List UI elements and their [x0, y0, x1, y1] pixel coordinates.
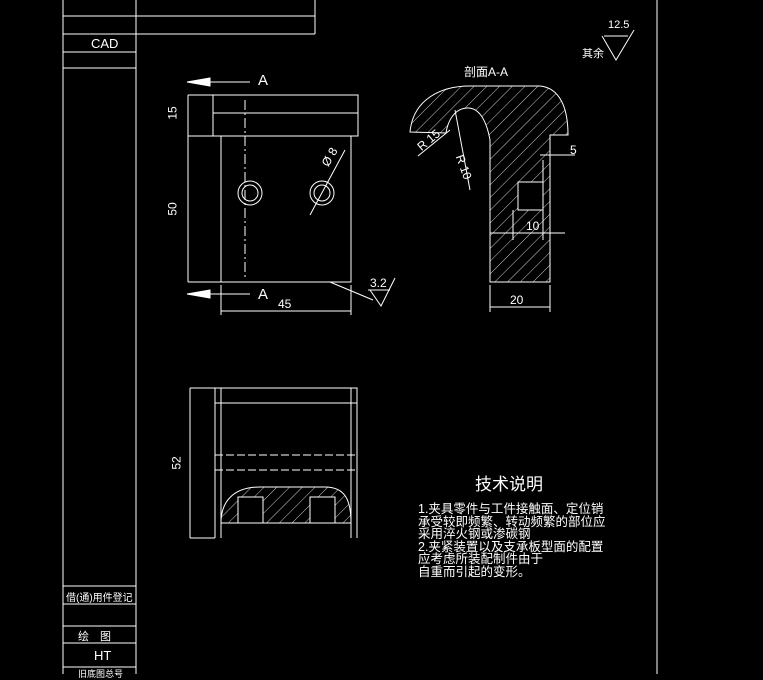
section-mark-bottom: A — [258, 286, 269, 303]
dim-front-height-top: 15 — [165, 106, 180, 120]
drawing-label: 绘 图 — [78, 631, 111, 643]
bottom-view — [189, 387, 358, 539]
section-mark-top: A — [258, 72, 269, 89]
front-view — [186, 77, 396, 315]
drawer-initials: HT — [94, 648, 112, 663]
dim-section-width: 20 — [510, 293, 524, 307]
dim-front-width: 45 — [278, 297, 292, 311]
notes-line: 1.夹具零件与工件接触面、定位销 — [418, 502, 604, 516]
roughness-face-value: 3.2 — [370, 276, 387, 290]
dim-section-slot: 10 — [526, 219, 540, 233]
register-label: 借(通)用件登记 — [66, 593, 133, 604]
notes-line: 自重而引起的变形。 — [418, 564, 531, 579]
dim-bottom-view-height: 52 — [169, 456, 184, 470]
technical-notes: 1.夹具零件与工件接触面、定位销 承受较即频繁、转动频繁的部位应 采用淬火钢或渗… — [418, 503, 606, 578]
notes-line: 承受较即频繁、转动频繁的部位应 — [418, 514, 606, 529]
roughness-rest-label: 其余 — [582, 48, 604, 60]
cad-label: CAD — [91, 36, 119, 51]
title-block — [62, 0, 658, 674]
section-a-a-view — [409, 85, 575, 312]
dim-front-height-body: 50 — [165, 202, 180, 216]
notes-line: 应考虑所装配制件由于 — [418, 552, 544, 566]
roughness-rest-value: 12.5 — [608, 19, 630, 31]
section-label: 剖面A-A — [464, 65, 509, 79]
notes-heading: 技术说明 — [475, 475, 543, 494]
notes-line: 采用淬火钢或渗碳钢 — [418, 527, 531, 541]
notes-line: 2.夹紧装置以及支承板型面的配置 — [418, 539, 604, 554]
roughness-rest-symbol — [601, 29, 635, 61]
dim-section-offset: 5 — [570, 143, 577, 157]
